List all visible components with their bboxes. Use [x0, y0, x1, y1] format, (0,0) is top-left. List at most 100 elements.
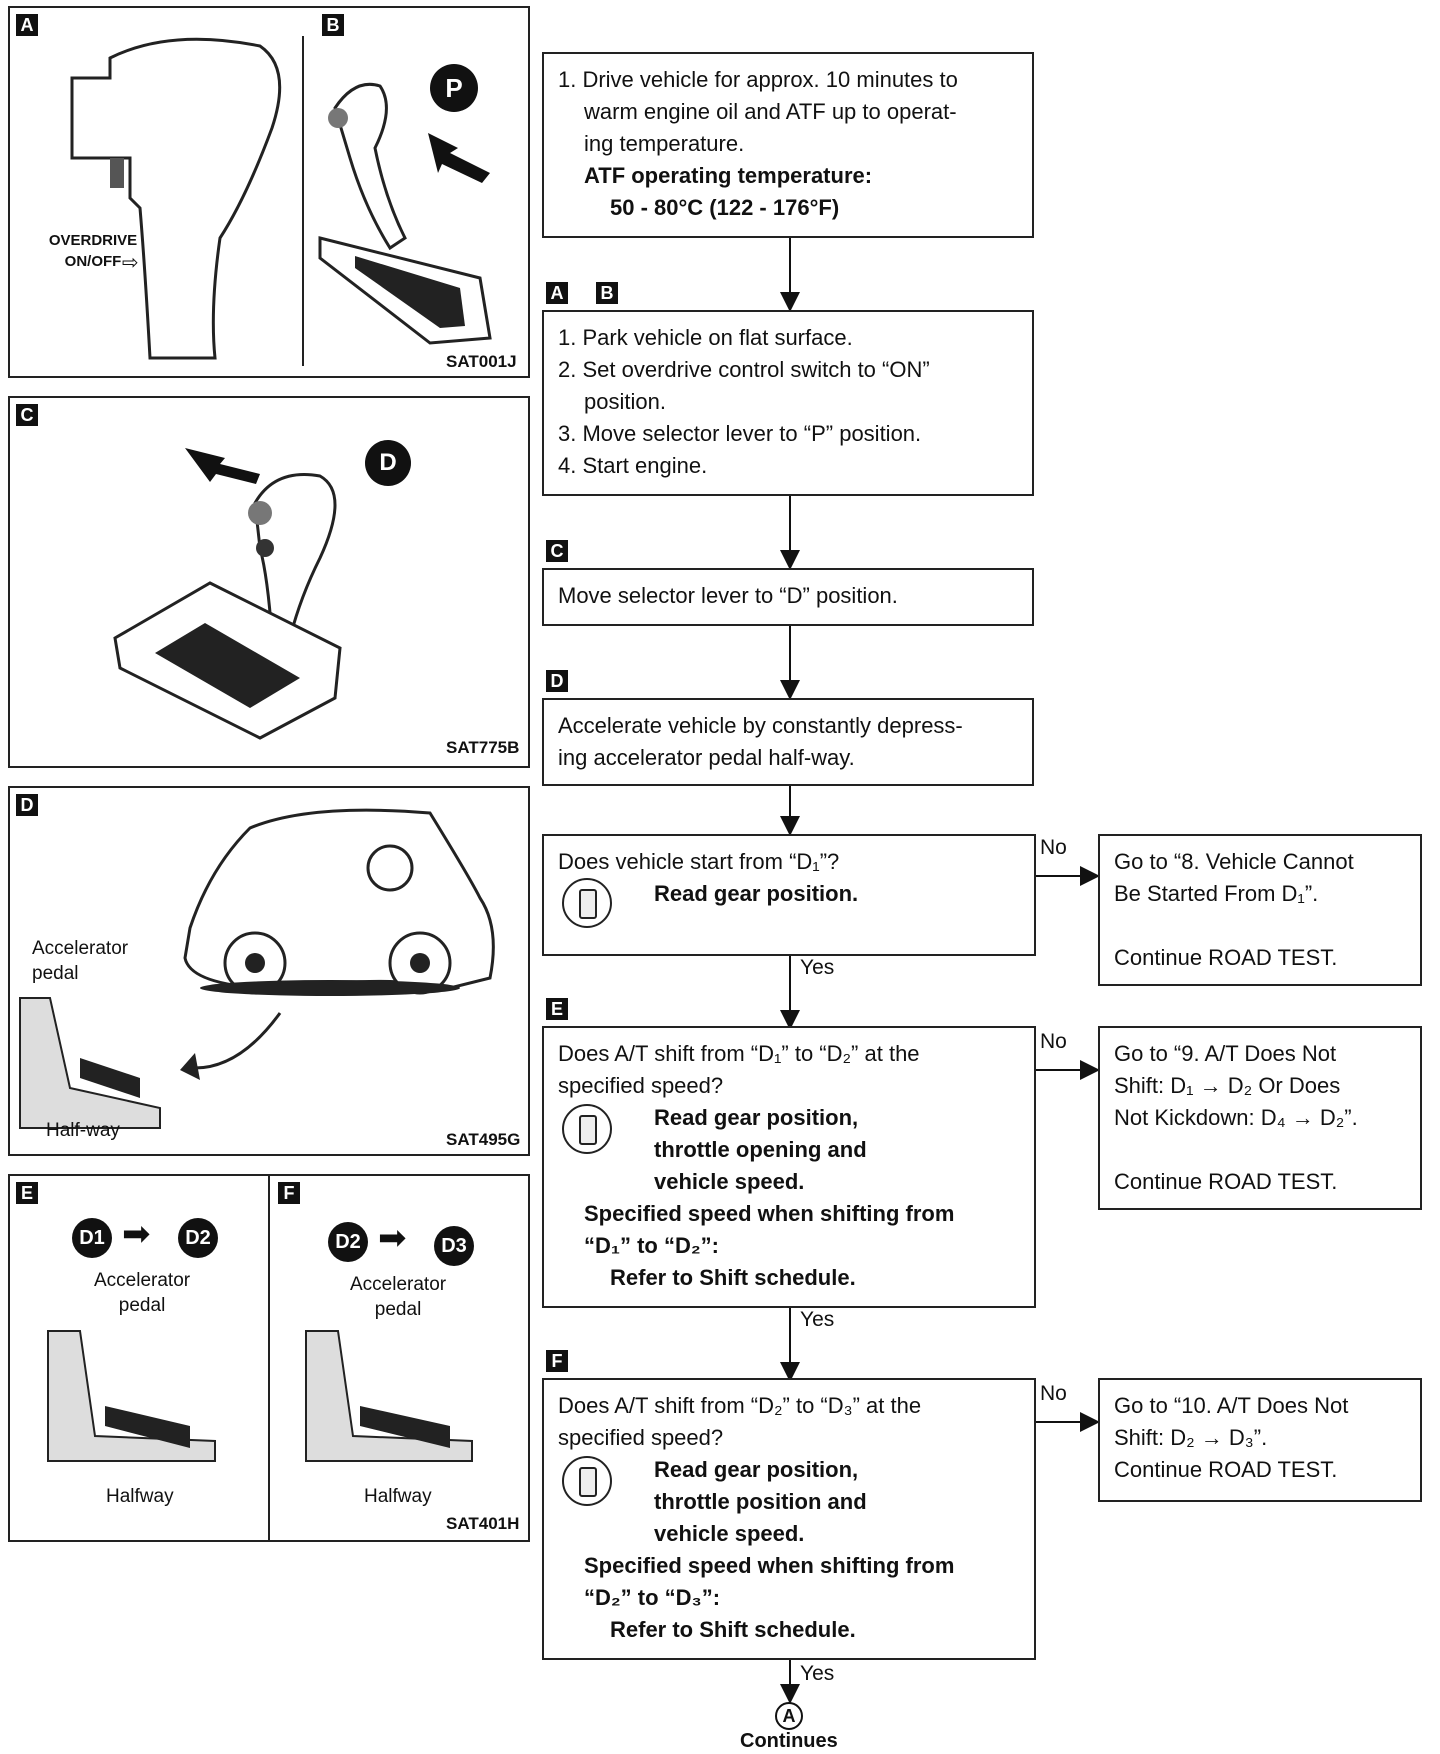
- question2-line: Does A/T shift from “D₁” to “D₂” at the: [558, 1041, 920, 1066]
- arrow-right-icon: ⇨: [122, 252, 139, 274]
- q2-tag: E: [546, 998, 568, 1020]
- question2-action: throttle opening and: [654, 1137, 867, 1162]
- step2-tag-b: B: [596, 282, 618, 304]
- car-pedal-illustration: [19, 808, 495, 1129]
- step2-line: position.: [584, 389, 666, 414]
- q2-no-line: Shift: D₁ → D₂ Or Does: [1114, 1073, 1341, 1098]
- arrow-right-icon: ➡: [122, 1215, 151, 1253]
- step1-line: 1. Drive vehicle for approx. 10 minutes …: [558, 67, 958, 92]
- question1-action: Read gear position.: [654, 881, 859, 906]
- panel-tag-e: E: [16, 1182, 38, 1204]
- question3-line: Does A/T shift from “D₂” to “D₃” at the: [558, 1393, 922, 1418]
- halfway-label: Halfway: [106, 1486, 174, 1507]
- panel-tag-a: A: [16, 14, 38, 36]
- q2-yes-label: Yes: [800, 1308, 835, 1331]
- illustration-panel-d: D Accelerator pedal Half-way SAT495G: [8, 786, 530, 1156]
- halfway-label: Halfway: [364, 1486, 432, 1507]
- question2-spec: Refer to Shift schedule.: [610, 1265, 856, 1290]
- q2-no-box: Go to “9. A/T Does Not Shift: D₁ → D₂ Or…: [1098, 1026, 1422, 1210]
- question3-action: throttle position and: [654, 1489, 867, 1514]
- step1-line: warm engine oil and ATF up to operat-: [584, 99, 957, 124]
- half-way-label: Half-way: [46, 1120, 120, 1141]
- q1-no-line: Go to “8. Vehicle Cannot: [1114, 849, 1354, 874]
- illustration-panel-c: C D SAT775B: [8, 396, 530, 768]
- step4-box: Accelerate vehicle by constantly depress…: [542, 698, 1034, 786]
- figure-code-sat001j: SAT001J: [446, 352, 517, 371]
- panel-tag-d: D: [16, 794, 38, 816]
- step4-tag: D: [546, 670, 568, 692]
- shift-lever-d-illustration: [113, 448, 342, 740]
- illustration-panel-ab: A B P OVERDRIVE ON/OFF ⇨ SAT001J: [8, 6, 530, 378]
- panel-tag-c: C: [16, 404, 38, 426]
- step2-line: 1. Park vehicle on flat surface.: [558, 325, 853, 350]
- atf-temp-heading: ATF operating temperature:: [584, 163, 873, 188]
- panel-tag-b: B: [322, 14, 344, 36]
- illustration-panel-ef: E F D1 ➡ D2 Accelerator pedal D2 ➡ D3 Ac…: [8, 1174, 530, 1542]
- gear-badge-from: D2: [328, 1222, 368, 1262]
- continues-label: Continues: [740, 1730, 838, 1752]
- question2-action: vehicle speed.: [654, 1169, 805, 1194]
- q3-no-line: Continue ROAD TEST.: [1114, 1457, 1338, 1482]
- q1-no-line: Continue ROAD TEST.: [1114, 945, 1338, 970]
- diagnostic-tool-icon: [562, 878, 612, 928]
- question3-action: vehicle speed.: [654, 1521, 805, 1546]
- step2-line: 3. Move selector lever to “P” position.: [558, 421, 922, 446]
- step1-box: 1. Drive vehicle for approx. 10 minutes …: [542, 52, 1034, 238]
- question3-spec: Refer to Shift schedule.: [610, 1617, 856, 1642]
- q1-no-label: No: [1040, 836, 1067, 859]
- q1-no-box: Go to “8. Vehicle Cannot Be Started From…: [1098, 834, 1422, 986]
- q2-no-line: Continue ROAD TEST.: [1114, 1169, 1338, 1194]
- question3-spec: Specified speed when shifting from: [584, 1553, 955, 1578]
- atf-temp-value: 50 - 80°C (122 - 176°F): [610, 195, 840, 220]
- question3-box: Does A/T shift from “D₂” to “D₃” at the …: [542, 1378, 1036, 1660]
- step2-box: 1. Park vehicle on flat surface. 2. Set …: [542, 310, 1034, 496]
- step2-line: 4. Start engine.: [558, 453, 708, 478]
- connector-a-icon: A: [775, 1702, 803, 1730]
- accelerator-pedal-label: Accelerator pedal: [32, 938, 129, 984]
- arrow-right-icon: ➡: [378, 1219, 407, 1257]
- figure-code-sat401h: SAT401H: [446, 1514, 520, 1533]
- q1-yes-label: Yes: [800, 956, 835, 979]
- step3-box: Move selector lever to “D” position.: [542, 568, 1034, 626]
- q2-no-label: No: [1040, 1030, 1067, 1053]
- step2-line: 2. Set overdrive control switch to “ON”: [558, 357, 930, 382]
- question2-box: Does A/T shift from “D₁” to “D₂” at the …: [542, 1026, 1036, 1308]
- step3-text: Move selector lever to “D” position.: [558, 583, 898, 608]
- question3-action: Read gear position,: [654, 1457, 859, 1482]
- q3-no-label: No: [1040, 1382, 1067, 1405]
- question2-action: Read gear position,: [654, 1105, 859, 1130]
- question3-line: specified speed?: [558, 1425, 724, 1450]
- q2-no-line: Go to “9. A/T Does Not: [1114, 1041, 1337, 1066]
- step2-tag-a: A: [546, 282, 568, 304]
- question1-box: Does vehicle start from “D₁”? Read gear …: [542, 834, 1036, 956]
- question2-line: specified speed?: [558, 1073, 724, 1098]
- q2-no-line: [1114, 1134, 1406, 1166]
- diagnostic-tool-icon: [562, 1104, 612, 1154]
- q3-yes-label: Yes: [800, 1662, 835, 1685]
- gear-badge-to: D3: [434, 1226, 474, 1266]
- badge-p: P: [430, 64, 478, 112]
- overdrive-label: OVERDRIVE ON/OFF: [48, 232, 138, 270]
- q3-no-box: Go to “10. A/T Does Not Shift: D₂ → D₃”.…: [1098, 1378, 1422, 1502]
- panel-tag-f: F: [278, 1182, 300, 1204]
- diagnostic-tool-icon: [562, 1456, 612, 1506]
- step1-line: ing temperature.: [584, 131, 745, 156]
- question2-spec: Specified speed when shifting from: [584, 1201, 955, 1226]
- divider: [268, 1176, 270, 1540]
- accelerator-pedal-label: Accelerator pedal: [94, 1270, 191, 1316]
- divider: [302, 36, 304, 366]
- step4-line: ing accelerator pedal half-way.: [558, 745, 855, 770]
- step4-line: Accelerate vehicle by constantly depress…: [558, 713, 963, 738]
- question1-text: Does vehicle start from “D₁”?: [558, 849, 840, 874]
- accelerator-pedal-label: Accelerator pedal: [350, 1274, 447, 1320]
- q3-no-line: Go to “10. A/T Does Not: [1114, 1393, 1349, 1418]
- question3-spec: “D₂” to “D₃”:: [584, 1585, 721, 1610]
- badge-d: D: [365, 440, 411, 486]
- shift-lever-illustration: [70, 37, 492, 360]
- step3-tag: C: [546, 540, 568, 562]
- q2-no-line: Not Kickdown: D₄ → D₂”.: [1114, 1105, 1358, 1130]
- q1-no-line: Be Started From D₁”.: [1114, 881, 1319, 906]
- gear-badge-from: D1: [72, 1218, 112, 1258]
- figure-code-sat775b: SAT775B: [446, 738, 520, 757]
